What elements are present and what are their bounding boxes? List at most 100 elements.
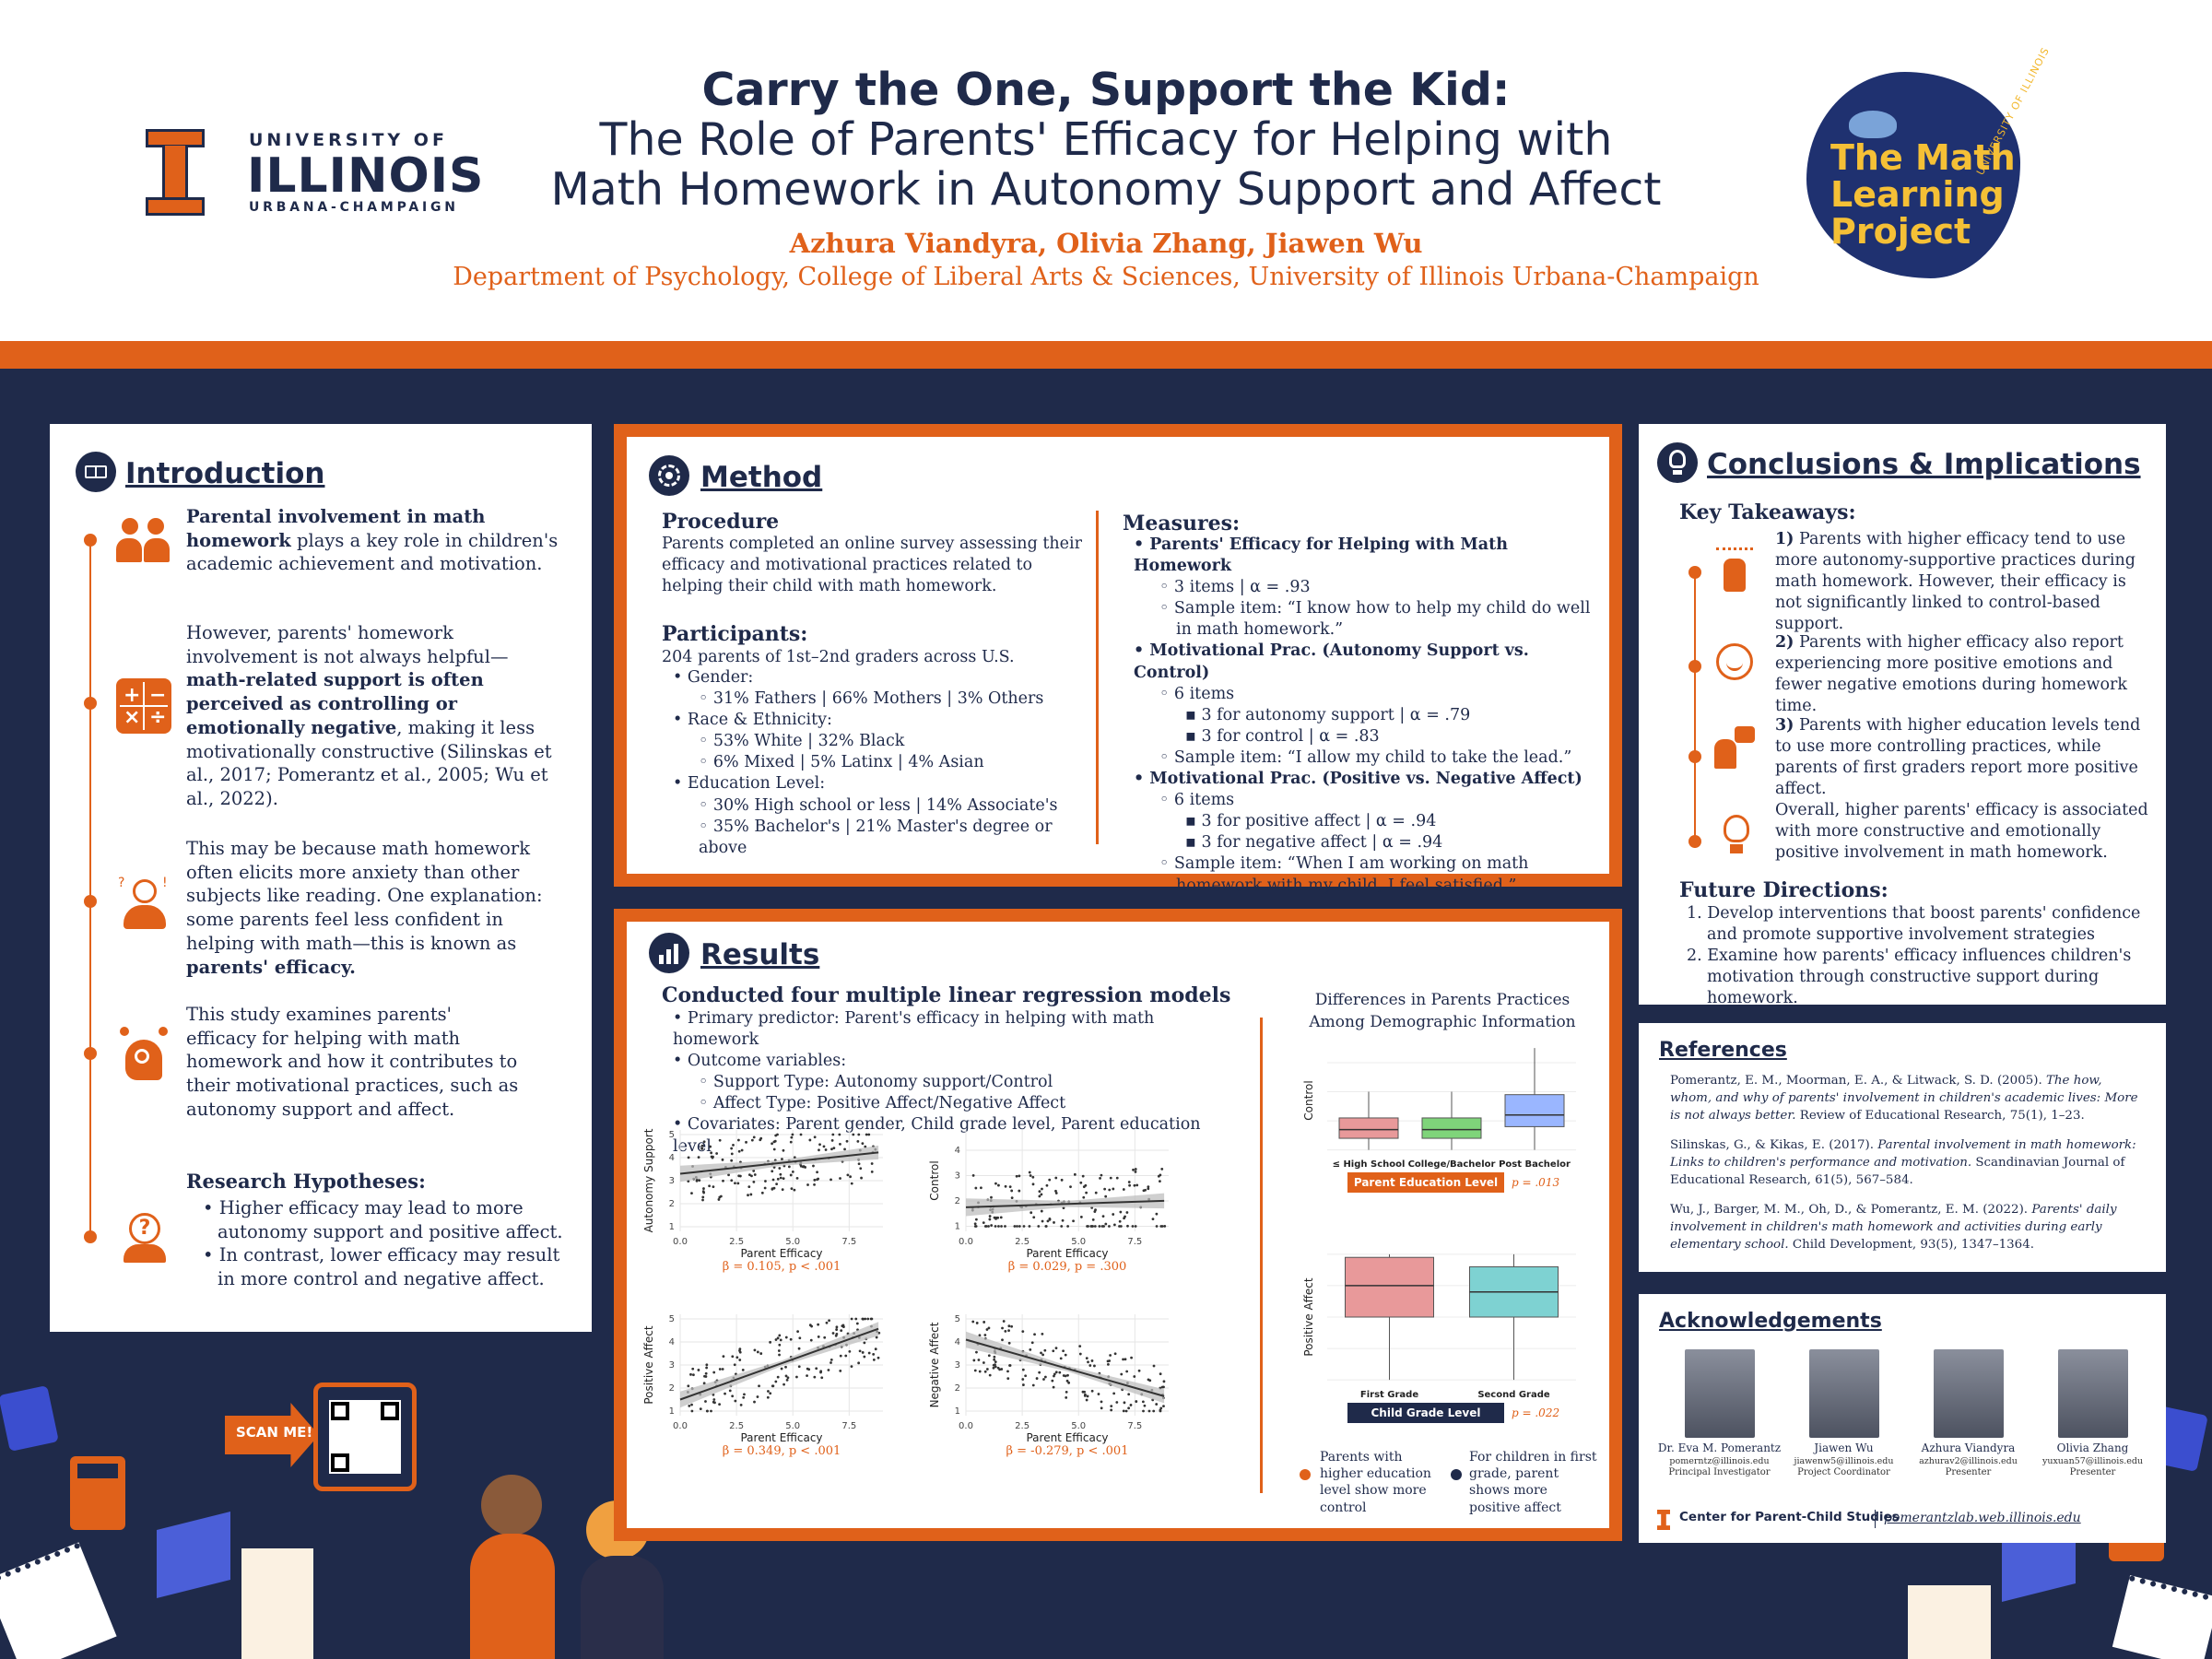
scatter-point <box>1018 1189 1021 1193</box>
scatter-point <box>810 1324 814 1328</box>
future-direction-2-text: Examine how parents' efficacy influences… <box>1707 947 2132 1008</box>
scatter-point <box>1162 1380 1166 1383</box>
gender-values-text: 31% Fathers | 66% Mothers | 3% Others <box>712 689 1044 709</box>
boxplot-title-1: Differences in Parents Practices <box>1314 991 1571 1009</box>
scatter-point <box>687 1156 690 1159</box>
scatter-point <box>874 1347 877 1351</box>
scatter-point <box>697 1369 700 1371</box>
scatter-y-label: Positive Affect <box>642 1325 655 1405</box>
scatter-x-tick: 0.0 <box>673 1237 688 1247</box>
measure-3-sub-1-text: 3 for positive affect | α = .94 <box>1201 812 1437 831</box>
scatter-point <box>830 1139 834 1142</box>
scatter-y-tick: 3 <box>669 1360 675 1371</box>
scatter-point <box>708 1184 712 1188</box>
scatter-x-label: Parent Efficacy <box>1026 1247 1108 1260</box>
scatter-point <box>1115 1401 1119 1404</box>
scatter-point <box>1021 1368 1025 1371</box>
intro-p3-bold: parents' efficacy. <box>186 956 356 978</box>
scatter-point <box>1160 1167 1164 1171</box>
race-heading-text: Race & Ethnicity: <box>687 711 832 730</box>
qr-callout[interactable]: SCAN ME! <box>225 1382 418 1493</box>
scatter-point <box>717 1198 721 1201</box>
concl-dot-1 <box>1688 566 1701 579</box>
scatter-y-tick: 2 <box>955 1383 960 1394</box>
scatter-point <box>771 1187 774 1191</box>
scatter-point <box>1042 1378 1045 1381</box>
references-title: References <box>1659 1039 1787 1062</box>
scatter-point <box>1120 1372 1124 1376</box>
scatter-point <box>1013 1225 1017 1228</box>
scatter-point <box>1030 1341 1034 1345</box>
scatter-point <box>793 1188 796 1192</box>
scatter-regression-line <box>679 1327 879 1401</box>
title-line-1: Carry the One, Support the Kid: <box>701 64 1511 116</box>
scatter-point <box>997 1225 1000 1228</box>
scatter-point <box>1018 1174 1021 1178</box>
lab-url-link[interactable]: pomerantzlab.web.illinois.edu <box>1884 1511 2081 1525</box>
scatter-point <box>1155 1403 1159 1406</box>
scatter-point <box>1160 1385 1164 1389</box>
scatter-point <box>753 1348 757 1352</box>
scatter-point <box>1118 1219 1122 1223</box>
scatter-point <box>974 1186 978 1190</box>
scatter-point <box>845 1139 849 1143</box>
scatter-point <box>1004 1184 1007 1188</box>
logo-text-top: UNIVERSITY OF <box>249 130 448 150</box>
scatter-point <box>730 1159 734 1162</box>
scatter-point <box>733 1363 736 1367</box>
scatter-point <box>747 1173 751 1177</box>
scatter-point <box>987 1326 991 1330</box>
scatter-point <box>990 1195 993 1199</box>
scatter-point <box>999 1216 1003 1219</box>
results-bullet-2b: ◦ Affect Type: Positive Affect/Negative … <box>699 1094 1066 1113</box>
person-name: Olivia Zhang <box>2056 1441 2129 1454</box>
stressed-parent-icon: ? ! <box>118 876 171 931</box>
qr-code[interactable] <box>329 1400 401 1474</box>
box-y-label: Positive Affect <box>1302 1277 1315 1357</box>
method-panel: Method Procedure Parents completed an on… <box>627 437 1609 895</box>
scatter-point <box>690 1403 693 1406</box>
scatter-point <box>712 1371 716 1374</box>
scatter-point <box>875 1335 878 1339</box>
scatter-point <box>710 1409 712 1413</box>
scatter-point <box>1008 1364 1011 1367</box>
scatter-point <box>1147 1409 1151 1413</box>
scatter-point <box>1021 1330 1025 1334</box>
scatter-point <box>750 1138 754 1142</box>
scatter-point <box>722 1355 725 1359</box>
scatter-point <box>1015 1174 1018 1178</box>
mouse-icon <box>1849 111 1897 138</box>
method-title: Method <box>700 461 823 494</box>
scatter-point <box>1109 1354 1112 1357</box>
scatter-point <box>750 1174 753 1178</box>
scatter-point <box>1032 1216 1036 1219</box>
scatter-point <box>1054 1176 1058 1180</box>
scatter-point <box>781 1188 784 1192</box>
measures-list: • Parents' Efficacy for Helping with Mat… <box>1123 535 1593 897</box>
scatter-point <box>830 1147 833 1151</box>
scatter-point <box>739 1403 743 1406</box>
scatter-point <box>797 1347 801 1350</box>
scatter-point <box>736 1182 740 1185</box>
box-p-value: p = .022 <box>1512 1406 1559 1419</box>
calculator-decor-icon <box>70 1456 125 1530</box>
scatter-x-label: Parent Efficacy <box>740 1247 822 1260</box>
scatter-point <box>1064 1353 1067 1357</box>
method-divider <box>1096 511 1099 844</box>
scatter-point <box>779 1172 782 1176</box>
scatter-point <box>771 1178 775 1182</box>
results-panel: Results Conducted four multiple linear r… <box>627 922 1609 1528</box>
scatter-point <box>699 1407 702 1411</box>
scatter-point <box>817 1335 820 1338</box>
reference-1-source: Review of Educational Research, 75(1), 1… <box>1795 1108 2085 1123</box>
scatter-point <box>831 1133 835 1136</box>
scatter-point <box>701 1198 704 1202</box>
scatter-point <box>863 1355 866 1359</box>
person-email: jiawenw5@illinois.edu <box>1794 1456 1894 1466</box>
scatter-point <box>731 1355 735 1359</box>
scatter-point <box>784 1365 787 1369</box>
scatter-point <box>859 1167 863 1171</box>
scatter-point <box>1100 1225 1104 1228</box>
scatter-point <box>824 1148 828 1151</box>
